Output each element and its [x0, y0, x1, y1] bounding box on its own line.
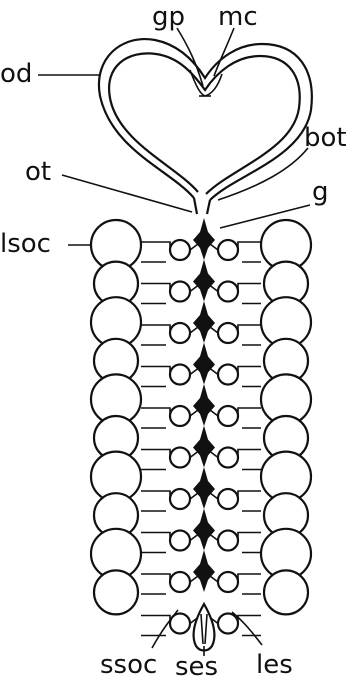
label-gp: gp [152, 2, 185, 32]
large-oocyte-right [264, 570, 308, 614]
small-stalk-left [190, 493, 198, 499]
small-oocyte-left [170, 323, 190, 343]
small-stalk-left [190, 286, 198, 292]
small-stalk-right [210, 410, 218, 416]
small-stalk-right [210, 535, 218, 541]
small-egg-structure [194, 604, 215, 651]
label-bot: bot [304, 123, 347, 153]
small-stalk-right [210, 493, 218, 499]
stalk-right [238, 533, 261, 539]
stalk-right [238, 367, 261, 373]
small-oocyte-left [170, 572, 190, 592]
small-stalk-left [190, 452, 198, 458]
small-stalk-left [190, 327, 198, 333]
outer-duct-wall [99, 39, 312, 200]
central-tube-segment [193, 384, 215, 426]
small-stalk-left [190, 244, 198, 250]
label-ssoc: ssoc [100, 650, 157, 677]
central-stalk-right [207, 200, 210, 214]
central-tube-segment [193, 509, 215, 551]
small-stalk-left [190, 576, 198, 582]
central-tube-segment [193, 260, 215, 302]
stalk-right [238, 491, 261, 497]
label-mc: mc [218, 2, 258, 32]
label-ses: ses [175, 652, 218, 677]
small-oocyte-left [170, 240, 190, 260]
central-tube-segment [193, 343, 215, 385]
central-tube-segment [193, 426, 215, 468]
label-les: les [256, 650, 293, 677]
stalk-left [141, 450, 170, 456]
small-oocyte-left [170, 531, 190, 551]
stalk-right [238, 450, 261, 456]
stalk-left [141, 408, 170, 414]
egg-chain [91, 218, 311, 636]
small-oocyte-right [218, 282, 238, 302]
stalk-right [238, 574, 261, 580]
leader-gp [177, 28, 203, 86]
small-stalk-left [190, 535, 198, 541]
central-tube-segment [193, 301, 215, 343]
stalk-left [141, 616, 170, 622]
small-oocyte-right [218, 365, 238, 385]
stalk-right [238, 408, 261, 414]
small-oocyte-right [218, 240, 238, 260]
small-stalk-right [210, 244, 218, 250]
small-stalk-right [210, 452, 218, 458]
central-stalk-left [194, 198, 197, 214]
central-tube-segment [193, 467, 215, 509]
stalk-right [238, 284, 261, 290]
small-oocyte-right [218, 448, 238, 468]
small-stalk-right [210, 369, 218, 375]
central-tube-segment [193, 550, 215, 592]
label-lsoc: lsoc [0, 229, 51, 259]
stalk-left [141, 367, 170, 373]
small-oocyte-left [170, 282, 190, 302]
small-stalk-right [210, 327, 218, 333]
small-stalk-left [190, 410, 198, 416]
inner-heart-wall [109, 53, 300, 194]
large-oocyte-left [94, 570, 138, 614]
stalk-left [141, 325, 170, 331]
small-oocyte-right [218, 323, 238, 343]
stalk-left [141, 533, 170, 539]
leader-ot [62, 175, 192, 212]
small-oocyte-right [218, 572, 238, 592]
label-od: od [0, 59, 32, 89]
stalk-left [141, 242, 170, 248]
label-ot: ot [25, 157, 51, 187]
stalk-right [238, 242, 261, 248]
small-oocyte-left [170, 448, 190, 468]
small-oocyte-right [218, 531, 238, 551]
small-stalk-left [190, 369, 198, 375]
stalk-left [141, 284, 170, 290]
small-oocyte-right [218, 614, 238, 634]
stalk-left [141, 491, 170, 497]
small-stalk-right [210, 286, 218, 292]
small-oocyte-left [170, 489, 190, 509]
stalk-right [238, 325, 261, 331]
label-g: g [312, 177, 329, 207]
stalk-left [141, 574, 170, 580]
small-oocyte-right [218, 406, 238, 426]
central-tube-segment [193, 218, 215, 260]
small-stalk-right [210, 576, 218, 582]
small-oocyte-left [170, 365, 190, 385]
small-oocyte-left [170, 406, 190, 426]
small-oocyte-right [218, 489, 238, 509]
